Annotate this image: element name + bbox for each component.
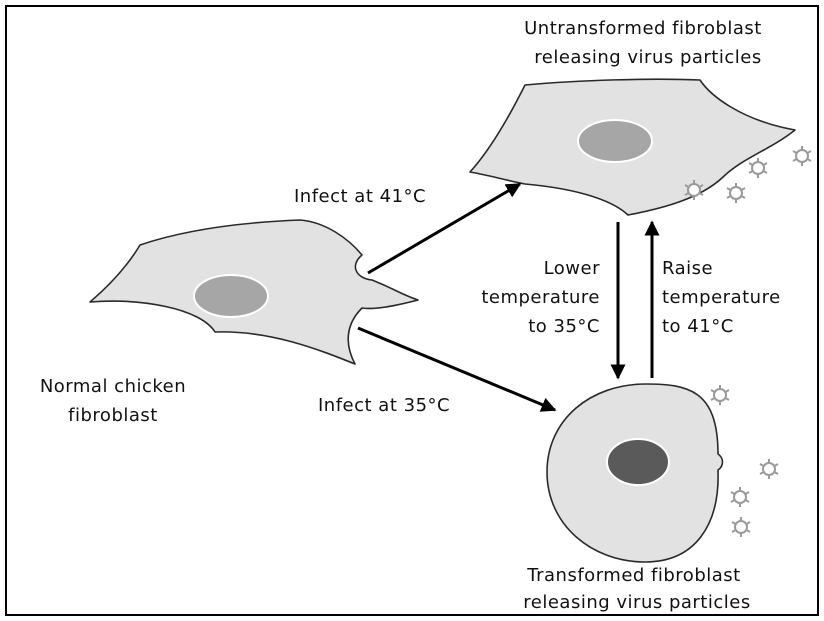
lower-temperature-label-line3: to 35°C (528, 316, 600, 337)
raise-temperature-label-line1: Raise (662, 258, 713, 279)
virus-particle-icon (732, 517, 750, 537)
lower-temperature-label-line2: temperature (481, 287, 600, 308)
virus-particle-icon (711, 385, 729, 405)
virus-particle-icon (727, 183, 745, 203)
normal-fibroblast-label-line1: Normal chicken (40, 376, 186, 397)
untransformed-nucleus (578, 120, 652, 162)
virus-particle-icon (749, 158, 767, 178)
transformed-fibroblast-cell (547, 384, 723, 562)
raise-temperature-label-line2: temperature (662, 287, 781, 308)
virus-particle-icon (793, 146, 811, 166)
transformed-label-line2: releasing virus particles (523, 592, 750, 613)
untransformed-label-line1: Untransformed fibroblast (524, 18, 762, 39)
lower-temperature-label-line1: Lower (544, 258, 601, 279)
infect-41-label: Infect at 41°C (294, 186, 426, 207)
normal-fibroblast-cell (90, 220, 418, 364)
virus-particle-icon (731, 487, 749, 507)
virus-particle-icon (760, 459, 778, 479)
transformed-nucleus (607, 439, 669, 485)
infect-35-label: Infect at 35°C (318, 395, 450, 416)
untransformed-label-line2: releasing virus particles (534, 47, 761, 68)
normal-nucleus (194, 275, 268, 317)
normal-fibroblast-label-line2: fibroblast (68, 405, 158, 426)
transformed-label-line1: Transformed fibroblast (526, 565, 740, 586)
untransformed-fibroblast-cell (470, 79, 795, 215)
raise-temperature-label-line3: to 41°C (662, 316, 734, 337)
